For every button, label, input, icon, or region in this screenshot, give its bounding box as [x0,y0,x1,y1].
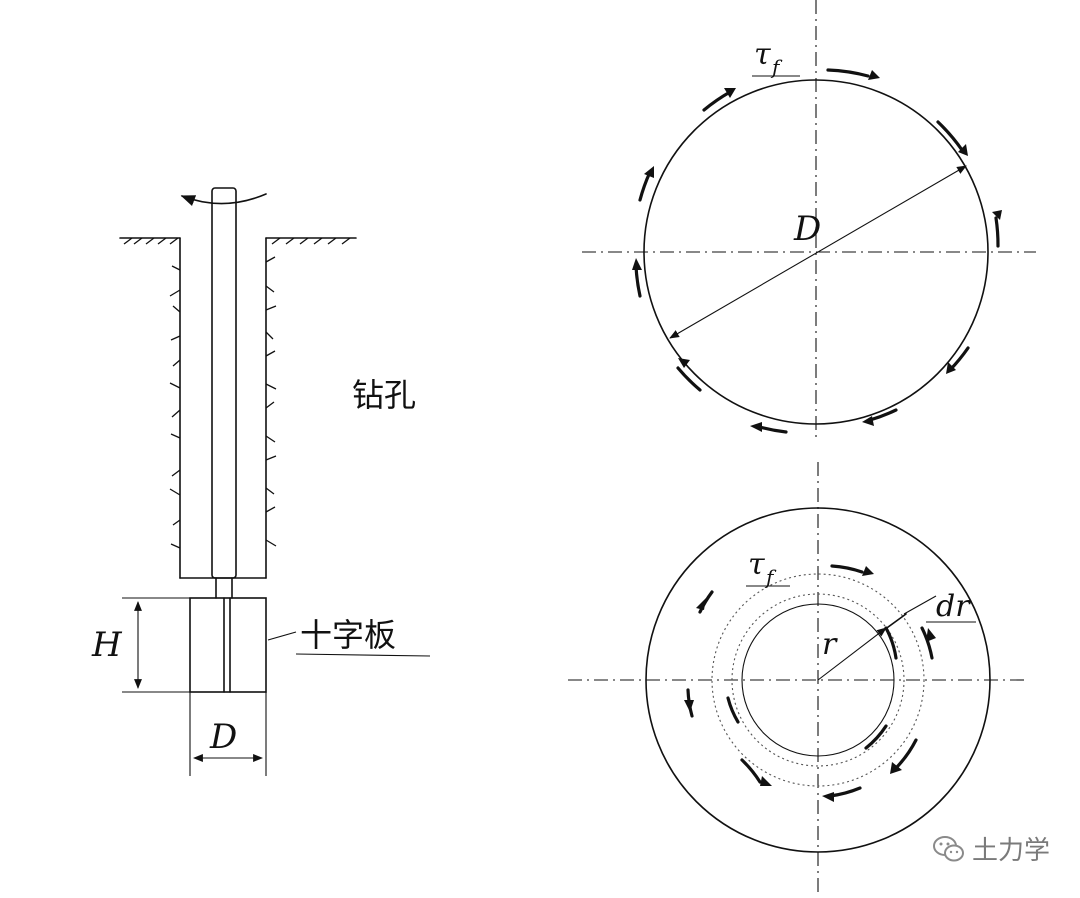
vane-blade [189,597,267,693]
ring-width-label: dr [936,589,971,624]
vane-rod [211,187,237,579]
top-diameter-label: D [793,209,821,249]
wechat-icon [932,835,964,861]
top-circle [643,79,989,425]
height-label: H [91,625,123,665]
rotation-arrow [180,193,267,206]
top-circle-figure: D τ f [582,0,1036,440]
ring-width-leader [903,595,937,615]
watermark: 土力学 [932,830,1050,867]
top-shear-symbol: τ [754,37,771,72]
vane-leader-line [267,631,297,641]
top-shear-arrows [632,68,1002,434]
outer-circle [645,507,991,853]
ring-width-arrow [883,613,907,631]
top-shear-subscript: f [770,55,783,79]
ring-inner-circle [731,593,905,767]
vane-label-underline [295,653,431,657]
borehole-label: 钻孔 [352,376,416,414]
ground-hatching [123,237,351,245]
vane-diameter-label: D [209,717,237,757]
radius-arrow [817,627,887,681]
wall-soil-texture [169,256,277,549]
bottom-circle-figure: r dr τ f [568,462,1024,893]
radius-label: r [822,627,838,662]
borehole-figure: H D 钻孔 十字板 [91,187,431,776]
watermark-label: 土力学 [971,836,1050,866]
bottom-shear-subscript: f [764,565,777,589]
inner-circle [741,603,895,757]
diameter-arrow [669,165,967,339]
bottom-shear-symbol: τ [748,547,765,582]
vane-label: 十字板 [300,616,396,654]
ring-outer-circle [711,573,925,787]
bottom-shear-arrows [684,564,936,802]
